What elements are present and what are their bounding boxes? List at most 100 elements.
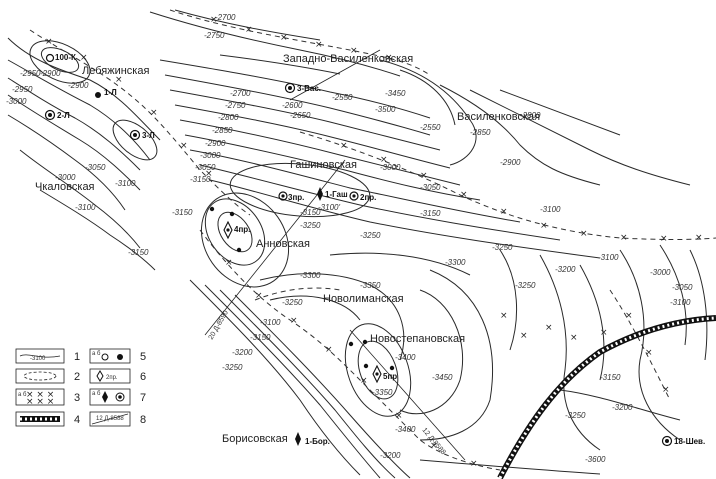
label-chkalovskaya: Чкаловская bbox=[35, 181, 95, 193]
svg-text:-3450: -3450 bbox=[432, 373, 453, 382]
profile-label-12: 12 Д-8588 bbox=[420, 427, 446, 456]
svg-text:-3600: -3600 bbox=[585, 455, 606, 464]
svg-text:-2550: -2550 bbox=[332, 93, 353, 102]
svg-text:×: × bbox=[695, 233, 703, 243]
well-5pr-icon bbox=[372, 364, 382, 384]
well-1gash-icon bbox=[317, 187, 323, 201]
contour-labels: -2700 -2750 -2700 -2750 -2800 -2850 -290… bbox=[6, 13, 693, 464]
svg-text:-3100: -3100 bbox=[540, 205, 561, 214]
svg-text:-3250: -3250 bbox=[282, 298, 303, 307]
svg-text:-3450: -3450 bbox=[385, 89, 406, 98]
wells: 100-К 1-Л 2-Л 3-Л 3-Вас. 3пр. 1-Гаш 2пр.… bbox=[44, 53, 705, 447]
svg-text:8: 8 bbox=[140, 414, 146, 426]
svg-text:а б: а б bbox=[92, 351, 101, 357]
svg-text:×: × bbox=[600, 328, 608, 338]
well-2pr-icon bbox=[349, 191, 359, 201]
svg-text:×: × bbox=[210, 15, 218, 25]
svg-text:-3350: -3350 bbox=[360, 281, 381, 290]
label-borisovskaya: Борисовская bbox=[222, 433, 288, 445]
svg-text:-3100: -3100 bbox=[670, 298, 691, 307]
label-zapadno-vasilenkovskaya: Западно-Василенковская bbox=[283, 53, 413, 65]
well-dot-icon bbox=[209, 206, 215, 212]
svg-text:-3150: -3150 bbox=[190, 175, 211, 184]
svg-text:×: × bbox=[500, 311, 508, 321]
svg-text:-2850: -2850 bbox=[470, 128, 491, 137]
svg-text:-3250: -3250 bbox=[300, 221, 321, 230]
svg-text:-3000: -3000 bbox=[6, 97, 27, 106]
svg-text:×: × bbox=[520, 331, 528, 341]
svg-text:-2750: -2750 bbox=[204, 31, 225, 40]
svg-text:-2950: -2950 bbox=[20, 69, 41, 78]
svg-text:-3400: -3400 bbox=[395, 353, 416, 362]
fault-crosses: ×××××× ×××××× ×××××××××× ×××××××× ××××× … bbox=[45, 15, 703, 469]
svg-text:-3150: -3150 bbox=[172, 208, 193, 217]
svg-text:×: × bbox=[290, 316, 298, 326]
svg-text:-3200: -3200 bbox=[555, 265, 576, 274]
svg-text:×: × bbox=[80, 53, 88, 63]
label-novostepanovskaya: Новостепановская bbox=[370, 333, 465, 345]
regional-boundary bbox=[497, 315, 716, 479]
svg-text:-2900: -2900 bbox=[205, 139, 226, 148]
well-18shev-icon bbox=[661, 435, 673, 447]
svg-text:3пр.: 3пр. bbox=[288, 193, 304, 202]
well-3vas-icon bbox=[284, 82, 296, 94]
svg-text:×: × bbox=[245, 25, 253, 35]
svg-text:×: × bbox=[350, 46, 358, 56]
svg-text:-3300: -3300 bbox=[445, 258, 466, 267]
svg-text:×: × bbox=[460, 190, 468, 200]
svg-text:-3000: -3000 bbox=[55, 173, 76, 182]
legend-swatch-1 bbox=[15, 348, 65, 364]
well-dot-icon bbox=[389, 365, 395, 371]
well-3l-icon bbox=[129, 129, 141, 141]
svg-text:×: × bbox=[580, 229, 588, 239]
svg-text:1-Л: 1-Л bbox=[104, 88, 117, 97]
svg-text:×: × bbox=[545, 323, 553, 333]
svg-text:×: × bbox=[380, 155, 388, 165]
svg-text:а б: а б bbox=[18, 392, 27, 398]
svg-text:-3050: -3050 bbox=[195, 163, 216, 172]
well-100k-icon bbox=[45, 53, 55, 63]
svg-text:-2750: -2750 bbox=[225, 101, 246, 110]
svg-text:-3300: -3300 bbox=[300, 271, 321, 280]
well-4pr-icon bbox=[223, 220, 233, 240]
svg-text:-3100': -3100' bbox=[318, 203, 340, 212]
well-2l-icon bbox=[44, 109, 56, 121]
svg-text:×: × bbox=[470, 459, 478, 469]
svg-text:-3250: -3250 bbox=[492, 243, 513, 252]
svg-text:×: × bbox=[325, 345, 333, 355]
svg-text:-3000: -3000 bbox=[200, 151, 221, 160]
svg-text:-3150: -3150 bbox=[600, 373, 621, 382]
svg-text:-3100: -3100 bbox=[115, 179, 136, 188]
svg-text:×: × bbox=[625, 311, 633, 321]
svg-text:-3400: -3400 bbox=[395, 425, 416, 434]
svg-text:3: 3 bbox=[74, 392, 80, 404]
svg-text:-3050: -3050 bbox=[85, 163, 106, 172]
svg-text:-2550: -2550 bbox=[420, 123, 441, 132]
svg-text:×: × bbox=[150, 108, 158, 118]
svg-text:12 Д-8588: 12 Д-8588 bbox=[96, 416, 124, 422]
svg-text:7: 7 bbox=[140, 392, 146, 404]
svg-text:2пр.: 2пр. bbox=[106, 375, 118, 381]
well-1bor-icon bbox=[295, 432, 301, 446]
legend-swatch-2 bbox=[15, 368, 65, 384]
svg-text:×: × bbox=[385, 53, 393, 63]
fault-lines bbox=[29, 9, 716, 471]
legend: -3100 1 2 а б × × × × × × 3 4 а б 5 2пр.… bbox=[15, 348, 146, 427]
svg-text:×: × bbox=[430, 441, 438, 451]
svg-text:×: × bbox=[315, 40, 323, 50]
svg-text:-2800: -2800 bbox=[218, 113, 239, 122]
svg-text:-3200: -3200 bbox=[612, 403, 633, 412]
svg-text:-3500: -3500 bbox=[375, 105, 396, 114]
svg-text:-3150: -3150 bbox=[128, 248, 149, 257]
svg-text:а б: а б bbox=[92, 391, 101, 397]
svg-text:×: × bbox=[570, 333, 578, 343]
svg-text:-3200: -3200 bbox=[380, 451, 401, 460]
svg-text:1: 1 bbox=[74, 351, 80, 363]
svg-text:-2650: -2650 bbox=[290, 111, 311, 120]
svg-text:×: × bbox=[645, 348, 653, 358]
svg-text:-2800: -2800 bbox=[520, 111, 541, 120]
svg-text:-3200: -3200 bbox=[232, 348, 253, 357]
svg-text:-3100: -3100 bbox=[598, 253, 619, 262]
svg-text:4пр.: 4пр. bbox=[234, 225, 250, 234]
